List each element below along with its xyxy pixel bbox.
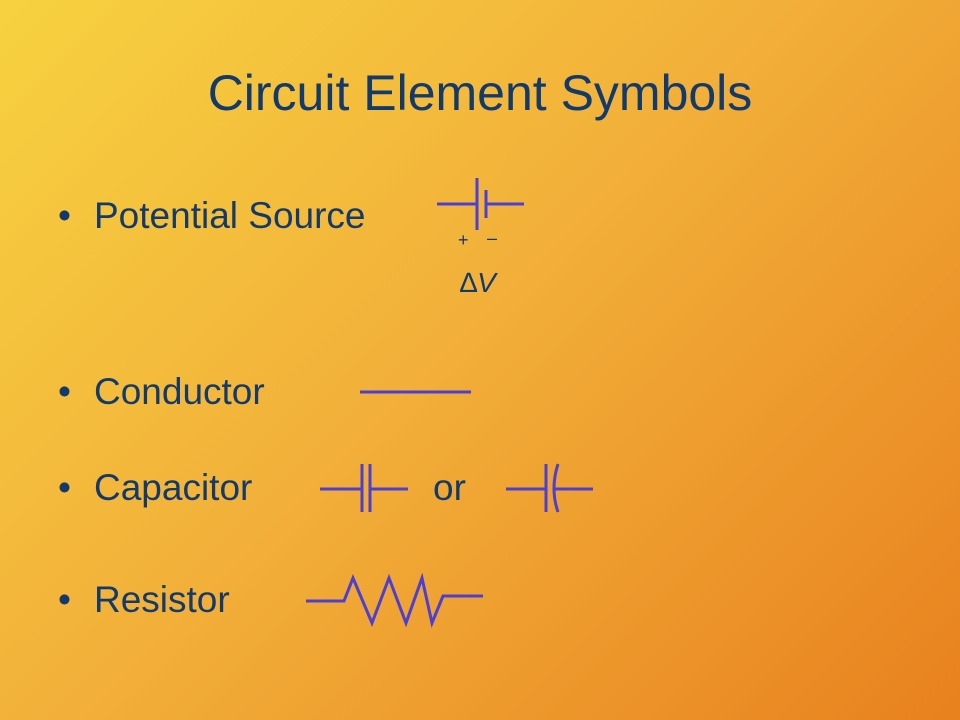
bullet-conductor: • Conductor	[58, 370, 265, 414]
battery-symbol-icon	[437, 178, 524, 230]
source-minus-sign: –	[487, 228, 498, 248]
bullet-potential-source: • Potential Source	[58, 194, 366, 238]
polarized-capacitor-symbol-icon	[506, 463, 593, 513]
bullet-label: Resistor	[94, 579, 230, 620]
bullet-dot: •	[58, 579, 71, 620]
bullet-dot: •	[58, 195, 71, 236]
source-plus-sign: +	[458, 230, 469, 250]
bullet-capacitor: • Capacitor	[58, 466, 252, 510]
bullet-dot: •	[58, 371, 71, 412]
bullet-label: Capacitor	[94, 467, 253, 508]
or-label: or	[433, 467, 466, 508]
delta-v-label: ∆V	[460, 267, 496, 299]
bullet-label: Potential Source	[94, 195, 366, 236]
delta-symbol: ∆	[460, 267, 478, 298]
resistor-zigzag-icon	[306, 572, 483, 629]
v-symbol: V	[477, 267, 496, 298]
bullet-label: Conductor	[94, 371, 265, 412]
bullet-resistor: • Resistor	[58, 578, 230, 622]
capacitor-symbol-icon	[320, 464, 408, 512]
bullet-dot: •	[58, 467, 71, 508]
slide-title: Circuit Element Symbols	[207, 65, 753, 121]
